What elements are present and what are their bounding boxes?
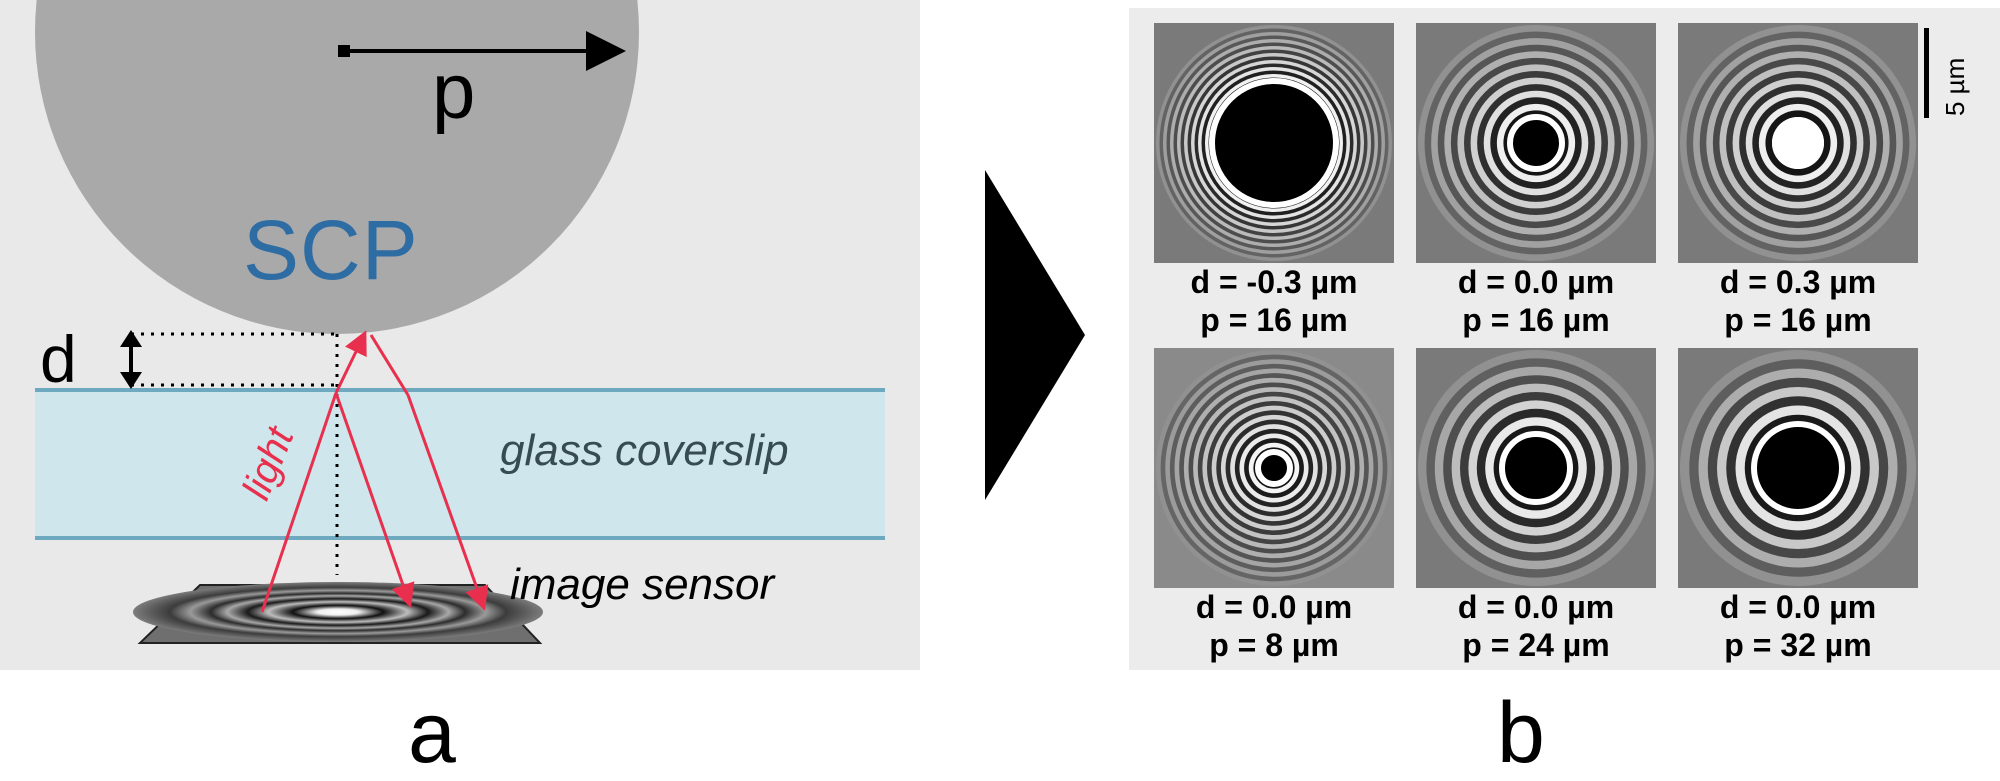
interference-image xyxy=(1678,23,1918,263)
panel-letter-b: b xyxy=(1497,685,1545,781)
caption-d-value: d = 0.0 µm xyxy=(1457,589,1615,625)
caption-p-value: p = 8 µm xyxy=(1209,627,1339,663)
glass-coverslip-label: glass coverslip xyxy=(500,426,789,475)
caption-d-value: d = 0.0 µm xyxy=(1719,589,1877,625)
d-label: d xyxy=(40,322,77,396)
caption-d-value: d = -0.3 µm xyxy=(1190,264,1358,300)
panel-a-schematic: p SCP d glass coverslip image sensor lig… xyxy=(0,0,920,670)
caption-p-value: p = 16 µm xyxy=(1200,302,1348,338)
interference-image xyxy=(1154,348,1394,588)
interference-image xyxy=(1154,23,1394,263)
caption-p-value: p = 16 µm xyxy=(1724,302,1872,338)
interference-image xyxy=(1678,348,1918,588)
interference-image xyxy=(1416,348,1656,588)
transition-arrow-icon xyxy=(985,170,1085,500)
image-sensor-label: image sensor xyxy=(510,560,775,609)
p-label: p xyxy=(432,47,476,135)
panel-letter-a: a xyxy=(408,685,456,781)
caption-p-value: p = 16 µm xyxy=(1462,302,1610,338)
caption-d-value: d = 0.0 µm xyxy=(1457,264,1615,300)
caption-d-value: d = 0.3 µm xyxy=(1719,264,1877,300)
scp-label: SCP xyxy=(243,203,419,297)
scp-sphere xyxy=(35,0,639,334)
schematic-drawing xyxy=(35,0,885,644)
sensor-interference-pattern xyxy=(133,582,543,642)
caption-p-value: p = 32 µm xyxy=(1724,627,1872,663)
caption-p-value: p = 24 µm xyxy=(1462,627,1610,663)
glass-coverslip xyxy=(35,390,885,538)
light-rays xyxy=(260,330,489,613)
scale-bar xyxy=(1924,28,1929,118)
scale-bar-label: 5 µm xyxy=(1940,57,1970,116)
interference-image xyxy=(1416,23,1656,263)
caption-d-value: d = 0.0 µm xyxy=(1195,589,1353,625)
